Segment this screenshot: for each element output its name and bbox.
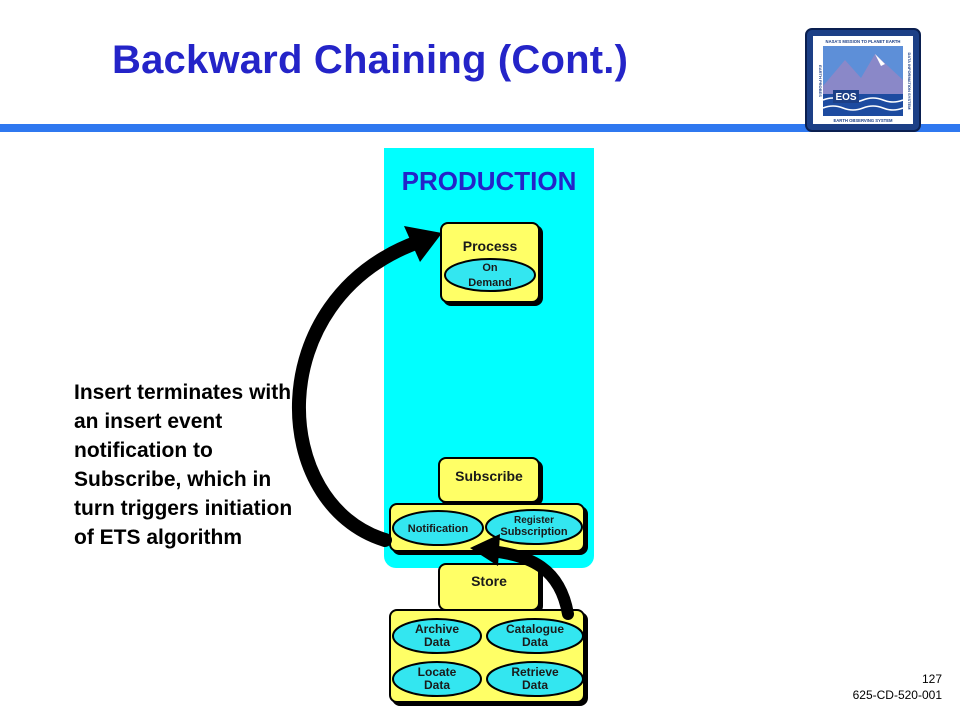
subscribe-title: Subscribe	[455, 468, 523, 484]
on-demand-label-1: On	[482, 262, 498, 274]
explanation-text: Insert terminates with an insert event n…	[74, 381, 293, 549]
process-box: Process On Demand	[440, 222, 540, 303]
locate-label-2: Data	[424, 678, 450, 692]
retrieve-label-2: Data	[522, 678, 548, 692]
logo-right-text: DATA INFORMATION SYSTEM	[907, 53, 912, 111]
locate-data-oval	[392, 661, 482, 697]
notification-oval	[392, 510, 484, 546]
retrieve-label-1: Retrieve	[511, 665, 559, 679]
on-demand-label-2: Demand	[468, 277, 511, 289]
eos-logo: EOS NASA'S MISSION TO PLANET EARTH EARTH…	[805, 28, 921, 132]
register-label-2: Subscription	[500, 526, 568, 538]
catalogue-label-1: Catalogue	[506, 622, 564, 636]
process-title: Process	[463, 238, 518, 254]
page-footer: 127 625-CD-520-001	[853, 671, 942, 703]
logo-bottom-text: EARTH OBSERVING SYSTEM	[833, 118, 893, 123]
store-box: Store Archive Data Catalogue Data Locate…	[389, 563, 585, 703]
logo-left-text: EARTH PROBES	[818, 65, 823, 97]
retrieve-data-oval	[486, 661, 584, 697]
title-rule	[0, 124, 960, 132]
subscribe-box: Subscribe Notification Register Subscrip…	[389, 457, 585, 552]
chain-arrow-to-notification	[470, 534, 574, 620]
catalogue-data-oval	[486, 618, 584, 654]
logo-center-text: EOS	[835, 92, 856, 103]
slide-title: Backward Chaining (Cont.)	[112, 38, 629, 82]
catalogue-label-2: Data	[522, 635, 548, 649]
chain-arrow-to-process	[291, 226, 442, 547]
archive-label-2: Data	[424, 635, 450, 649]
notification-label: Notification	[408, 523, 469, 535]
production-title: PRODUCTION	[401, 166, 577, 196]
on-demand-oval	[444, 258, 536, 292]
document-id: 625-CD-520-001	[852, 688, 942, 702]
page-number: 127	[921, 672, 942, 686]
register-subscription-oval	[485, 509, 583, 545]
register-label-1: Register	[514, 515, 554, 526]
logo-top-text: NASA'S MISSION TO PLANET EARTH	[826, 39, 901, 44]
locate-label-1: Locate	[418, 665, 457, 679]
store-title: Store	[471, 573, 507, 589]
archive-label-1: Archive	[415, 622, 459, 636]
archive-data-oval	[392, 618, 482, 654]
